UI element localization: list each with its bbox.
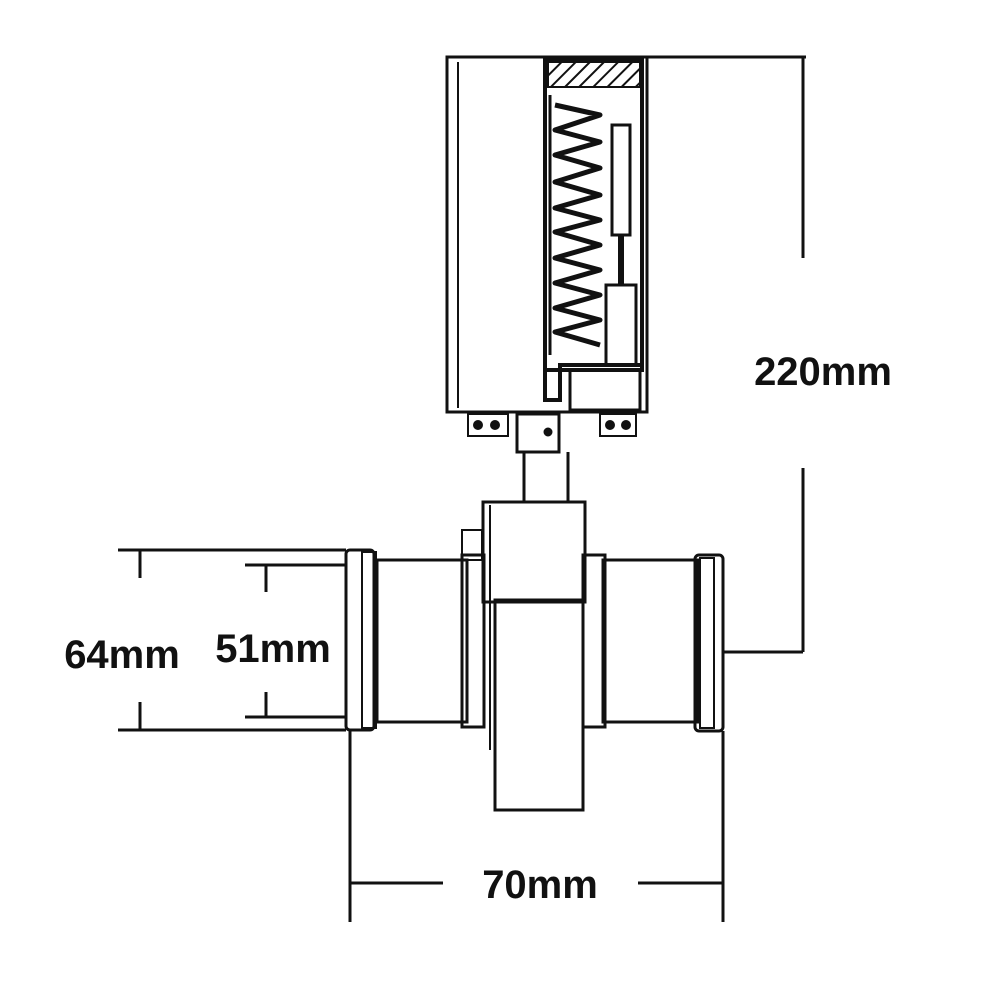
mounting-tab-right [599,413,637,437]
coupling-block [515,412,561,454]
right-flange-outer [693,553,725,733]
housing-outline [445,55,649,414]
width-label: 70mm [482,863,598,907]
piston-guide [604,283,638,367]
coupling-pin [543,427,553,437]
actuator-housing [445,55,649,414]
spring-coil [552,102,603,348]
tab-bolt [490,420,500,430]
tab-bolt [473,420,483,430]
left-collar [460,553,486,729]
mounting-tabs [467,413,637,437]
left-flange-inner [361,551,377,729]
height-label: 220mm [754,350,892,394]
right-collar [581,553,607,729]
valve-body [344,500,725,812]
center-body [481,500,587,604]
dimension-lines [118,55,806,922]
outer-diameter-label: 64mm [64,633,180,677]
stem-coupling [515,412,570,502]
tab-bolt [605,420,615,430]
center-body-lower [493,598,585,812]
left-nut [461,529,483,561]
chamber-ledge [543,363,642,402]
hatched-cap [547,61,641,88]
left-flange-outer [344,548,376,732]
inner-diameter-label: 51mm [215,627,331,671]
piston-rod [610,123,632,237]
right-flange-inner [699,557,715,729]
left-pipe [375,558,469,724]
tab-bolt [621,420,631,430]
lower-block [568,368,642,412]
mounting-tab-left [467,413,509,437]
right-pipe [601,558,700,724]
